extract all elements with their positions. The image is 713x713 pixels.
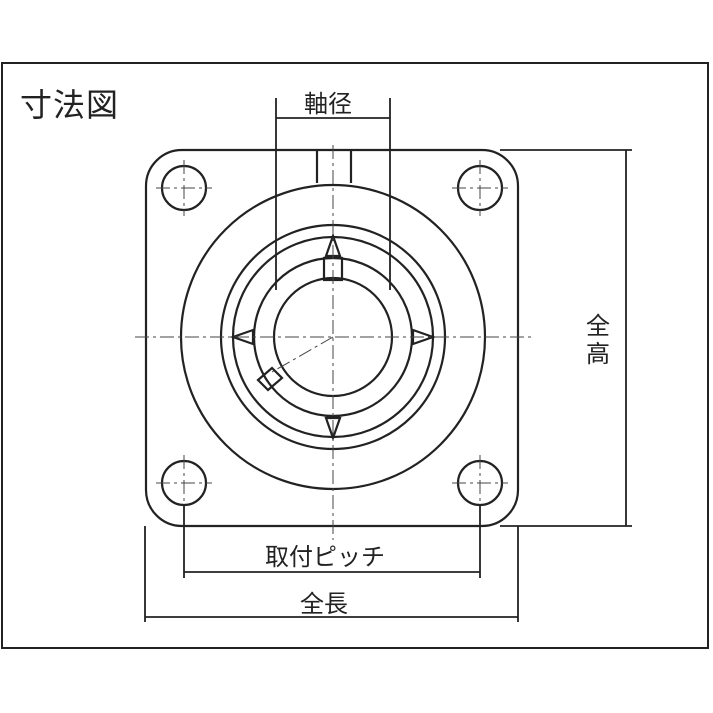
- overall-height-label: 全高: [586, 312, 610, 368]
- mounting-pitch-label: 取付ピッチ: [265, 543, 385, 571]
- drawing-title: 寸法図: [20, 86, 120, 124]
- drawing-frame: [1, 62, 709, 649]
- flange-outline: [144, 148, 520, 528]
- shaft-diameter-label: 軸径: [304, 90, 352, 118]
- overall-length-label: 全長: [300, 590, 348, 618]
